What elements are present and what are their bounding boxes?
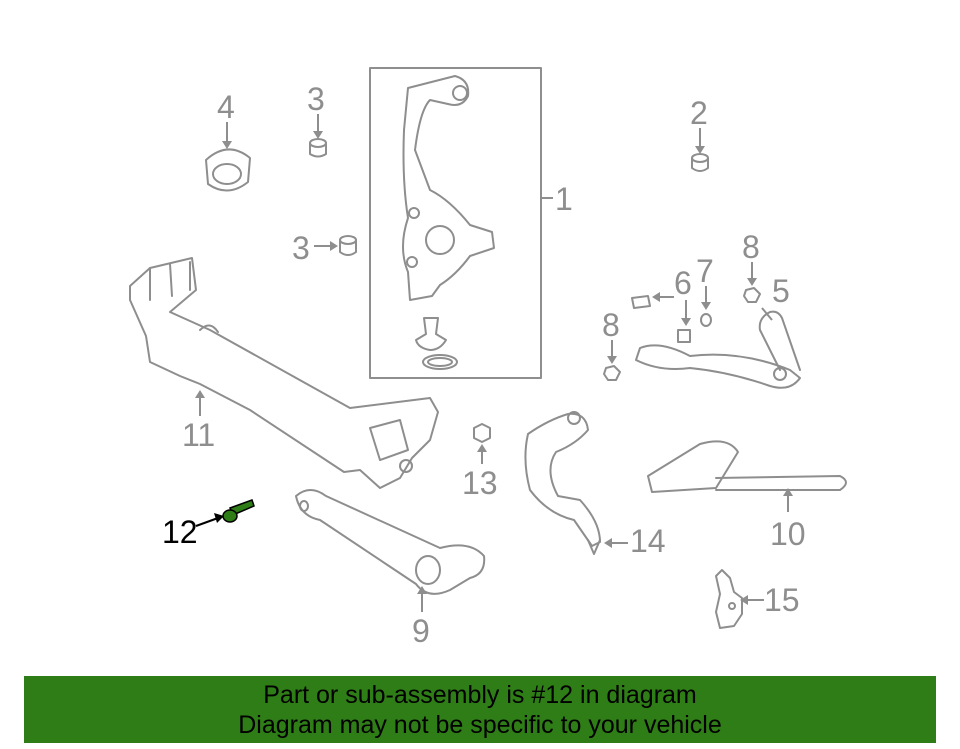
part-6-bolt[interactable]: 6 xyxy=(631,265,692,343)
part-11-crossmember[interactable]: 11 xyxy=(129,257,439,489)
callout-8-top: 8 xyxy=(742,229,760,265)
callout-7: 7 xyxy=(696,253,714,289)
callout-5: 5 xyxy=(772,273,790,309)
callout-4: 4 xyxy=(217,89,235,125)
callout-14: 14 xyxy=(630,523,666,559)
part-8-nut-left[interactable]: 8 xyxy=(602,307,621,381)
part-13-nut[interactable]: 13 xyxy=(462,423,498,501)
part-3-bushing-top[interactable]: 3 xyxy=(307,81,327,158)
callout-10: 10 xyxy=(770,516,806,552)
banner-line-2: Diagram may not be specific to your vehi… xyxy=(238,710,722,739)
part-12-bolt[interactable]: 12 xyxy=(162,499,255,550)
callout-1: 1 xyxy=(555,181,573,217)
part-1-knuckle[interactable]: 1 xyxy=(369,67,573,379)
part-9-lower-link[interactable]: 9 xyxy=(295,489,486,649)
callout-12: 12 xyxy=(162,514,198,550)
part-2-bushing[interactable]: 2 xyxy=(690,95,709,172)
callout-15: 15 xyxy=(764,582,800,618)
callout-2: 2 xyxy=(690,95,708,131)
callout-9: 9 xyxy=(412,613,430,649)
callout-3-side: 3 xyxy=(292,230,310,266)
callout-11: 11 xyxy=(182,417,215,453)
part-8-nut-top[interactable]: 8 xyxy=(742,229,761,303)
part-14-lower-arm[interactable]: 14 xyxy=(524,411,666,559)
part-7-washer[interactable]: 7 xyxy=(696,253,714,327)
info-banner: Part or sub-assembly is #12 in diagram D… xyxy=(24,676,936,743)
part-4-mount[interactable]: 4 xyxy=(205,89,251,192)
callout-13: 13 xyxy=(462,465,498,501)
part-15-bracket[interactable]: 15 xyxy=(715,569,800,629)
callout-8-left: 8 xyxy=(602,307,620,343)
part-5-upper-arm[interactable]: 5 xyxy=(635,273,801,389)
callout-6: 6 xyxy=(674,265,692,301)
callout-3-top: 3 xyxy=(307,81,325,117)
part-3-bushing-side[interactable]: 3 xyxy=(292,230,357,266)
banner-line-1: Part or sub-assembly is #12 in diagram xyxy=(263,680,697,709)
part-10-rod[interactable]: 10 xyxy=(647,440,847,552)
